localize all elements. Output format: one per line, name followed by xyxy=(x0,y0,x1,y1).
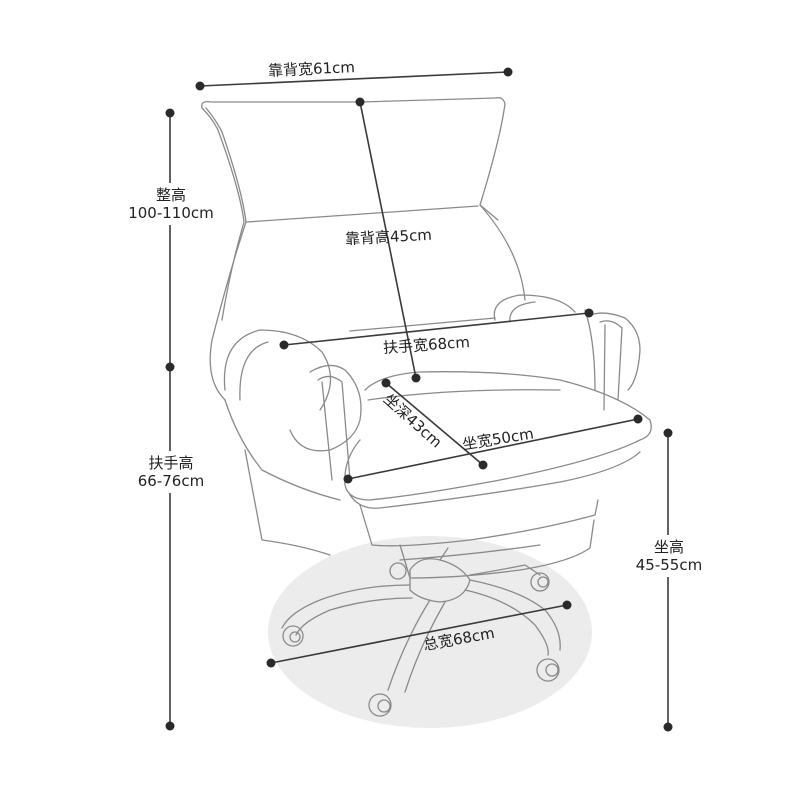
caster xyxy=(389,562,407,580)
dim-line-armrest-width xyxy=(283,312,590,346)
backrest-seam xyxy=(246,205,479,223)
caster xyxy=(368,693,392,717)
footrest xyxy=(359,499,599,547)
label-overall-height-title: 整高 xyxy=(155,186,186,204)
dim-line-backrest-width xyxy=(199,71,509,87)
left-armrest xyxy=(223,329,332,411)
seat-cushion xyxy=(344,371,652,501)
label-backrest-width: 靠背宽61cm xyxy=(267,58,356,80)
backrest-outline xyxy=(201,96,526,321)
right-armrest xyxy=(493,294,576,321)
label-armrest-height-title: 扶手高 xyxy=(148,454,194,472)
caster xyxy=(536,658,560,682)
label-overall-height: 整高 100-110cm xyxy=(128,186,214,222)
label-armrest-height-value: 66-76cm xyxy=(137,472,205,490)
caster xyxy=(530,572,550,592)
caster xyxy=(282,625,304,647)
dim-line-seat-width xyxy=(347,418,639,480)
dim-line-total-width xyxy=(270,604,568,664)
label-seat-height: 坐高 45-55cm xyxy=(628,538,710,574)
dimension-dots xyxy=(165,67,673,732)
label-seat-height-title: 坐高 xyxy=(653,538,684,556)
label-armrest-height: 扶手高 66-76cm xyxy=(130,454,212,490)
label-overall-height-value: 100-110cm xyxy=(128,204,214,222)
label-seat-height-value: 45-55cm xyxy=(635,556,703,574)
dim-line-seat-depth xyxy=(385,382,484,466)
